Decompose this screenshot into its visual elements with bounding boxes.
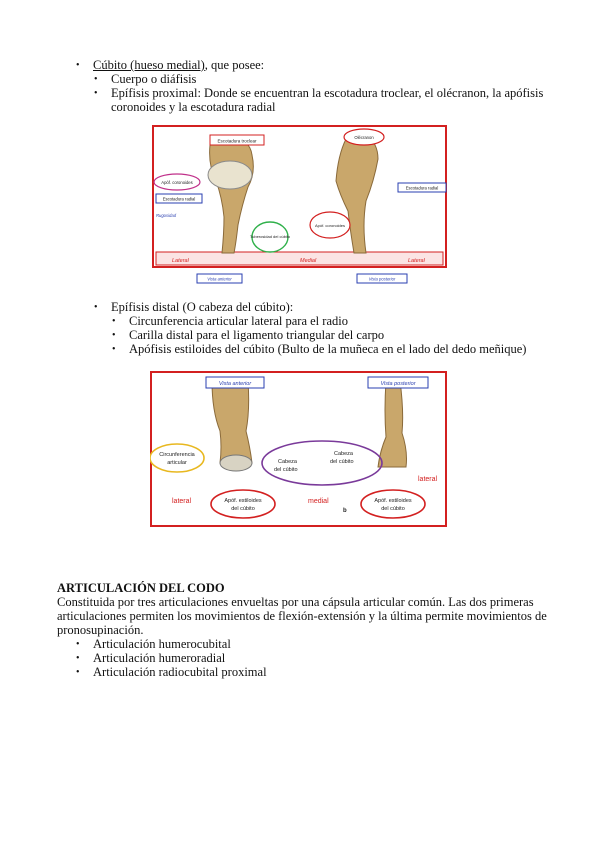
figure-distal-ulna-drawing: Vista anterior Vista posterior Circunfer… [150,371,447,527]
label-escotadura-troclear: Escotadura troclear [217,139,257,144]
label-box [209,134,265,146]
label-lateral-left-2: lateral [172,498,192,505]
list-item-text: , que posee: [204,58,265,72]
paragraph-line-3: pronosupinación. [57,623,144,637]
sub-sub-item-circunferencia: Circunferencia articular lateral para el… [129,314,348,328]
bullet: • [112,344,116,355]
sub-item-epifisis-distal: Epífisis distal (O cabeza del cúbito): [111,300,294,314]
bullet: • [94,74,98,85]
figure-distal-ulna: Vista anterior Vista posterior Circunfer… [150,371,447,527]
label-del-cubito-4: del cúbito [381,506,405,512]
label-apof-estiloides-2: Apóf. estiloides [374,498,412,504]
sub-sub-item-carilla: Carilla distal para el ligamento triangu… [129,328,385,342]
label-vista-anterior: Vista anterior [207,277,232,282]
sub-item-epifisis-proximal-cont: coronoides y la escotadura radial [111,100,276,114]
label-del-cubito-2: del cúbito [330,459,354,465]
list-item-cubito: Cúbito (hueso medial), que posee: [93,58,264,72]
label-rugosidad: Rugosidad [156,213,177,218]
label-cabeza-1: Cabeza [278,459,298,465]
label-apof-estiloides-1: Apóf. estiloides [224,498,262,504]
label-apof-coronoides-left: Apóf. coronoides [161,180,192,185]
paragraph-line-2: articulaciones permiten los movimientos … [57,609,547,623]
label-del-cubito-1: del cúbito [274,467,298,473]
label-medial-2: medial [308,498,329,505]
label-tuberosidad: Tuberosidad del cúbito [250,234,291,239]
figure-proximal-ulna-drawing: Escotadura troclear Apóf. coronoides Esc… [152,125,447,288]
bullet: • [76,667,80,678]
label-circunferencia: Circunferencia [159,452,195,458]
label-articular: articular [167,460,187,466]
label-vista-anterior-2: Vista anterior [219,381,252,387]
paragraph-line-1: Constituida por tres articulaciones envu… [57,595,534,609]
bullet: • [76,60,80,71]
bullet: • [94,302,98,313]
label-lateral-right-2: lateral [418,476,438,483]
figure-proximal-ulna: Escotadura troclear Apóf. coronoides Esc… [152,125,447,288]
label-cabeza-2: Cabeza [334,451,354,457]
label-vista-posterior: Vista posterior [369,277,396,282]
bullet: • [76,653,80,664]
label-lateral-right: Lateral [408,258,426,264]
bullet: • [112,330,116,341]
bullet: • [76,639,80,650]
bullet: • [112,316,116,327]
label-vista-posterior-2: Vista posterior [380,381,416,387]
list-item-humerocubital: Articulación humerocubital [93,637,231,651]
bullet: • [94,88,98,99]
label-olecranon: Olécranon [354,135,374,140]
label-del-cubito-3: del cúbito [231,506,255,512]
sub-sub-item-apofisis: Apófisis estiloides del cúbito (Bulto de… [129,342,527,356]
label-escotadura-radial-left: Escotadura radial [163,197,196,202]
label-apof-coronoides-right: Apóf. coronoides [315,223,345,228]
sub-item-epifisis-proximal: Epífisis proximal: Donde se encuentran l… [111,86,544,100]
cubito-link[interactable]: Cúbito (hueso medial) [93,58,205,72]
sub-item-cuerpo: Cuerpo o diáfisis [111,72,197,86]
label-escotadura-radial-right: Escotadura radial [406,186,439,191]
list-item-radiocubital: Articulación radiocubital proximal [93,665,267,679]
section-title: ARTICULACIÓN DEL CODO [57,581,225,595]
label-medial: Medial [300,258,317,264]
label-b: b [343,508,347,514]
list-item-humeroradial: Articulación humeroradial [93,651,226,665]
label-lateral-left: Lateral [172,258,190,264]
